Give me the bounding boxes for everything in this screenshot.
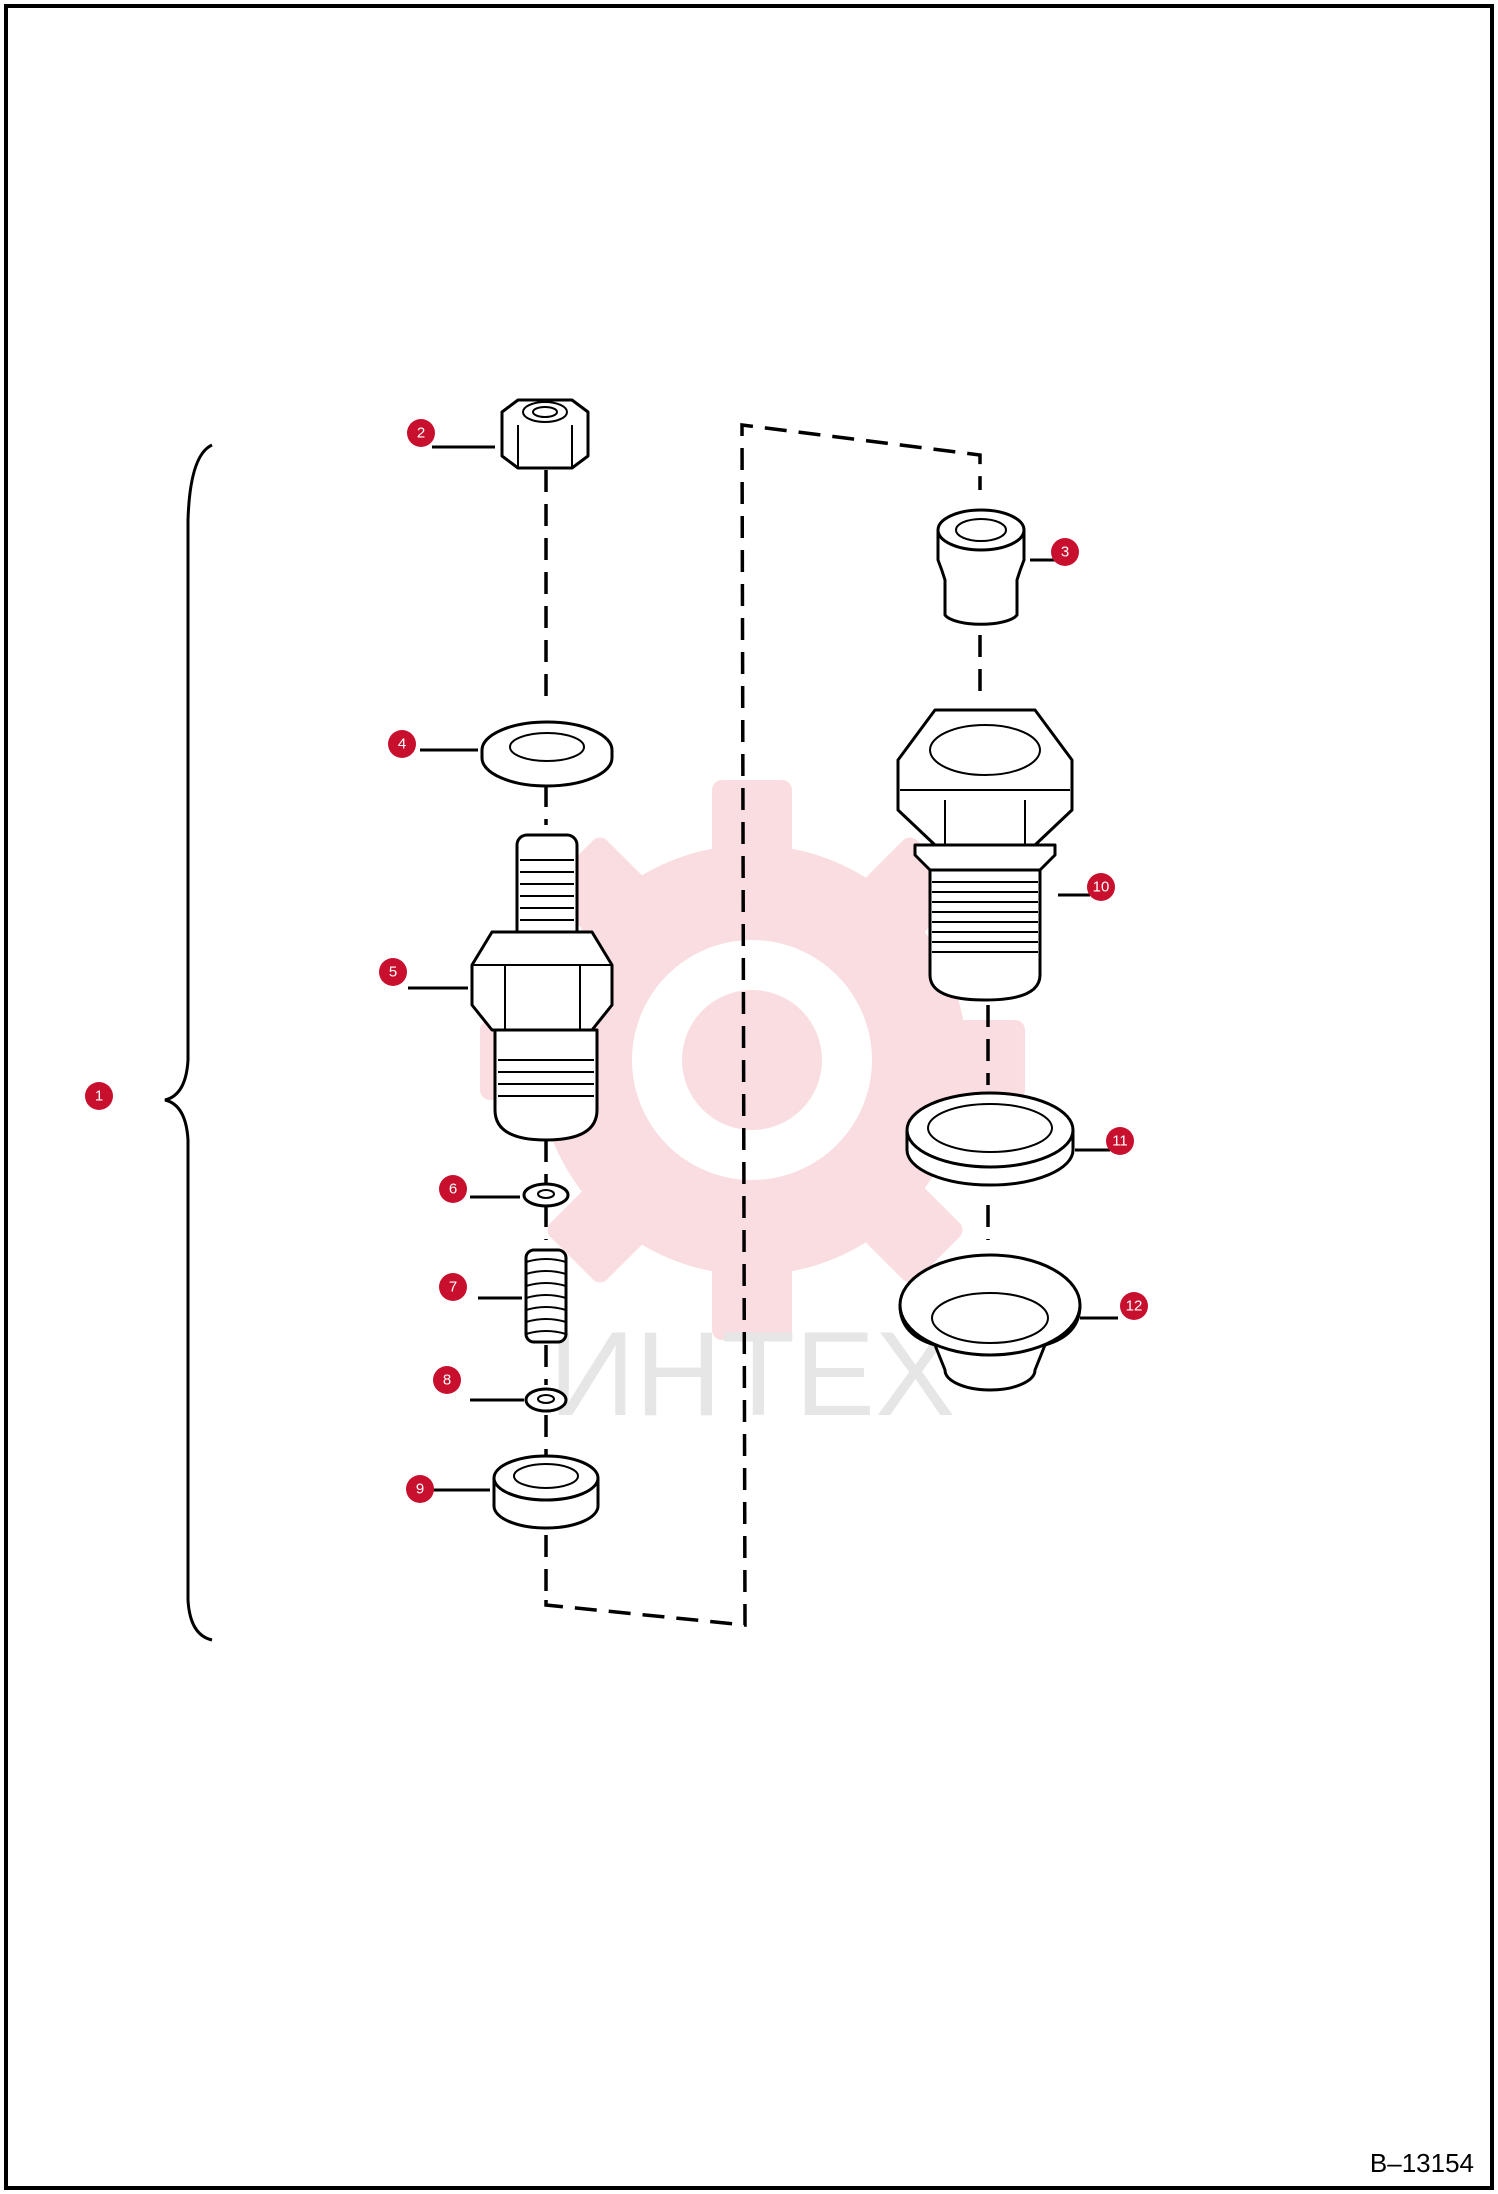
svg-text:8: 8 (443, 1372, 451, 1389)
figure-reference: B–13154 (1370, 2148, 1474, 2178)
gasket-part (905, 1091, 1075, 1187)
callout-9[interactable]: 9 (406, 1475, 434, 1503)
svg-text:11: 11 (1112, 1133, 1128, 1150)
callout-5[interactable]: 5 (379, 958, 407, 986)
callout-8[interactable]: 8 (433, 1366, 461, 1394)
leader-lines (408, 445, 1118, 1492)
page-frame (4, 4, 1494, 2190)
assembly-brace (164, 443, 213, 1642)
sleeve-part (936, 508, 1026, 626)
callout-4[interactable]: 4 (388, 730, 416, 758)
callout-6[interactable]: 6 (439, 1175, 467, 1203)
callout-11[interactable]: 11 (1106, 1127, 1134, 1155)
spring-part (524, 1248, 568, 1344)
svg-text:5: 5 (389, 964, 397, 981)
washer-part (480, 720, 614, 788)
watermark-text: ИНТЕХ (549, 1307, 955, 1441)
callout-7[interactable]: 7 (439, 1273, 467, 1301)
valve-body-part (470, 833, 614, 1142)
svg-text:1: 1 (95, 1088, 103, 1105)
svg-text:12: 12 (1126, 1298, 1143, 1315)
small-washer-8-part (524, 1387, 568, 1413)
svg-text:6: 6 (449, 1181, 457, 1198)
nut-part (500, 398, 590, 470)
svg-text:2: 2 (417, 425, 425, 442)
callout-markers: 1 2 3 4 5 6 7 8 9 10 11 12 (85, 419, 1148, 1503)
callout-3[interactable]: 3 (1051, 538, 1079, 566)
svg-text:4: 4 (398, 736, 406, 753)
bushing-part (898, 1253, 1082, 1392)
callout-12[interactable]: 12 (1120, 1292, 1148, 1320)
svg-text:3: 3 (1061, 544, 1069, 561)
callout-10[interactable]: 10 (1087, 873, 1115, 901)
assembly-link-dashed (544, 423, 982, 1627)
fitting-part (896, 708, 1074, 1002)
svg-text:9: 9 (416, 1481, 424, 1498)
small-washer-6-part (522, 1182, 570, 1208)
svg-text:7: 7 (449, 1279, 457, 1296)
callout-2[interactable]: 2 (407, 419, 435, 447)
callout-1[interactable]: 1 (85, 1082, 113, 1110)
svg-text:10: 10 (1093, 879, 1110, 896)
seal-ring-part (492, 1454, 600, 1530)
